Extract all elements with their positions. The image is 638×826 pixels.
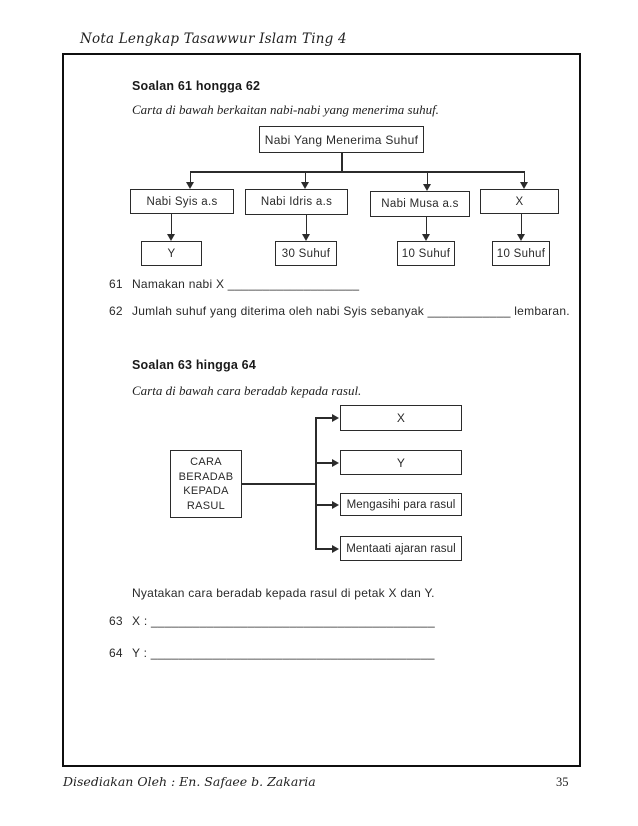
- section1-caption: Carta di bawah berkaitan nabi-nabi yang …: [132, 102, 439, 117]
- content-frame: Soalan 61 hongga 62 Carta di bawah berka…: [62, 53, 581, 767]
- connector-line: [426, 171, 428, 185]
- arrow-down-icon: [301, 182, 309, 189]
- chart2-source-box: CARA BERADAB KEPADA RASUL: [170, 450, 242, 518]
- connector-line: [425, 217, 427, 235]
- chart1-branch-box: Nabi Syis a.s: [130, 189, 234, 214]
- arrow-down-icon: [186, 182, 194, 189]
- chart1-branch-box: Nabi Idris a.s: [245, 189, 348, 215]
- chart1-branch-box: Nabi Musa a.s: [370, 191, 470, 217]
- connector-line: [315, 548, 333, 550]
- source-line: RASUL: [186, 499, 226, 512]
- header-title: Nota Lengkap Tasawwur Islam Ting 4: [80, 31, 347, 47]
- chart1-branch-box: X: [480, 189, 559, 214]
- connector-line: [189, 171, 191, 183]
- question-number: 64: [109, 646, 123, 660]
- footer-page-number: 35: [556, 775, 569, 789]
- section2-caption: Carta di bawah cara beradab kepada rasul…: [132, 383, 362, 398]
- connector-line: [315, 417, 317, 549]
- source-line: CARA: [190, 456, 222, 468]
- chart1-value-box: 30 Suhuf: [275, 241, 337, 266]
- question-text: X : ____________________________________…: [132, 614, 435, 628]
- connector-line: [341, 153, 343, 171]
- source-line: KEPADA: [183, 485, 229, 497]
- connector-line: [170, 214, 172, 235]
- arrow-down-icon: [167, 234, 175, 241]
- connector-line: [190, 171, 525, 173]
- connector-line: [315, 417, 333, 419]
- connector-line: [520, 214, 522, 235]
- arrow-right-icon: [332, 545, 339, 553]
- arrow-down-icon: [422, 234, 430, 241]
- instruction-text: Nyatakan cara beradab kepada rasul di pe…: [132, 586, 435, 600]
- question-text: Jumlah suhuf yang diterima oleh nabi Syi…: [132, 304, 570, 318]
- chart1-value-box: 10 Suhuf: [397, 241, 455, 266]
- question-number: 62: [109, 304, 123, 318]
- arrow-down-icon: [302, 234, 310, 241]
- chart1-value-box: 10 Suhuf: [492, 241, 550, 266]
- question-text: Namakan nabi X ___________________: [132, 277, 360, 291]
- connector-line: [315, 504, 333, 506]
- section2-title: Soalan 63 hingga 64: [132, 358, 256, 372]
- question-text: Y : ____________________________________…: [132, 646, 435, 660]
- arrow-down-icon: [520, 182, 528, 189]
- connector-line: [242, 483, 316, 485]
- source-line: BERADAB: [178, 470, 234, 483]
- arrow-right-icon: [332, 414, 339, 422]
- chart1-root-box: Nabi Yang Menerima Suhuf: [259, 126, 424, 153]
- section1-title: Soalan 61 hongga 62: [132, 79, 261, 93]
- arrow-right-icon: [332, 459, 339, 467]
- footer-author: Disediakan Oleh : En. Safaee b. Zakaria: [63, 774, 316, 789]
- chart2-item-box: Y: [340, 450, 462, 475]
- question-number: 63: [109, 614, 123, 628]
- connector-line: [523, 171, 525, 183]
- arrow-down-icon: [423, 184, 431, 191]
- arrow-down-icon: [517, 234, 525, 241]
- chart2-item-box: Mentaati ajaran rasul: [340, 536, 462, 561]
- connector-line: [305, 215, 307, 235]
- chart2-item-box: X: [340, 405, 462, 431]
- connector-line: [304, 171, 306, 183]
- chart1-value-box: Y: [141, 241, 202, 266]
- arrow-right-icon: [332, 501, 339, 509]
- chart2-item-box: Mengasihi para rasul: [340, 493, 462, 516]
- question-number: 61: [109, 277, 123, 291]
- chart2-source-label: CARA BERADAB KEPADA RASUL: [179, 455, 234, 513]
- connector-line: [315, 462, 333, 464]
